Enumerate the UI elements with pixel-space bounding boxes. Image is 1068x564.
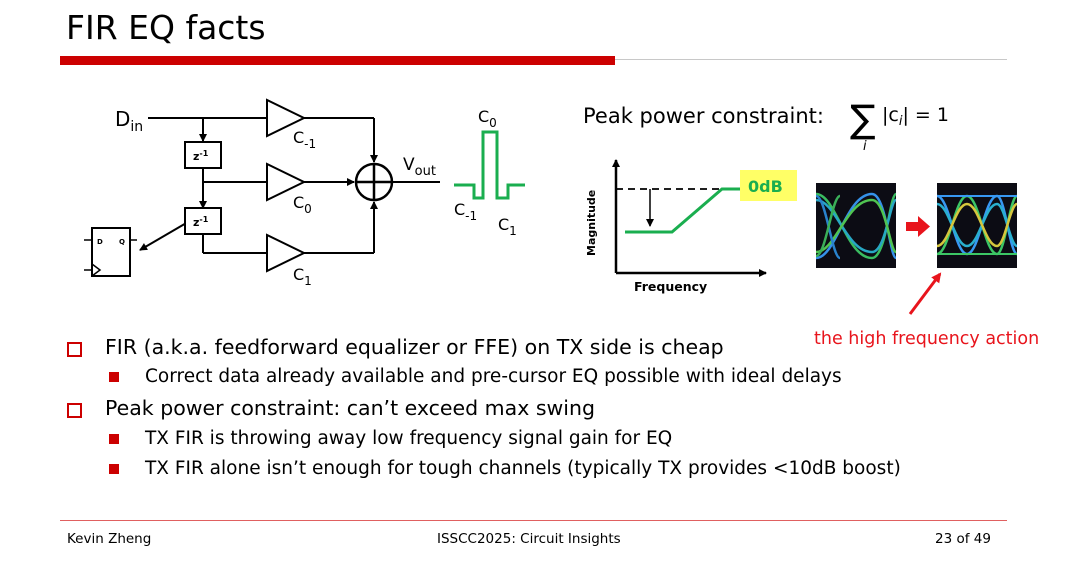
footer-rule — [60, 520, 1007, 521]
bullet-marker-2 — [109, 372, 119, 382]
bullet-2: Correct data already available and pre-c… — [145, 366, 842, 387]
eye-diagram-after — [936, 183, 1019, 268]
bullet-marker-1 — [67, 342, 82, 357]
footer-author: Kevin Zheng — [67, 531, 152, 547]
constraint-label: Peak power constraint: — [583, 104, 824, 128]
bullet-5: TX FIR alone isn’t enough for tough chan… — [145, 458, 901, 479]
delay-box-1 — [184, 141, 222, 169]
bullet-marker-4 — [109, 434, 119, 444]
tap-amplifier-main — [266, 162, 307, 202]
pulse-label-main: C0 — [478, 107, 497, 130]
svg-text:D: D — [97, 238, 103, 246]
din-label: Din — [115, 107, 143, 135]
tap-label-main: C0 — [293, 193, 312, 216]
tap-amplifier-post — [266, 233, 307, 273]
constraint-formula: |ci| = 1 — [882, 104, 949, 129]
bullet-4: TX FIR is throwing away low frequency si… — [145, 428, 673, 449]
tap-label-post: C1 — [293, 265, 312, 288]
bullet-1: FIR (a.k.a. feedforward equalizer or FFE… — [105, 335, 724, 359]
freq-response-plot: 0dB Magnitude Frequency — [585, 159, 797, 294]
tap-label-pre: C-1 — [293, 128, 316, 151]
svg-text:z-1: z-1 — [193, 149, 209, 163]
svg-text:Q: Q — [119, 238, 125, 246]
fir-diagram: Din z-1 z-1 C-1 C0 C1 Vout — [84, 97, 1019, 315]
eye-diagram-before — [815, 183, 898, 268]
sigma-icon: ∑ — [850, 97, 876, 141]
vout-label: Vout — [403, 155, 436, 179]
summer-icon — [354, 162, 394, 202]
footer-venue: ISSCC2025: Circuit Insights — [437, 531, 621, 547]
footer-page-number: 23 of 49 — [935, 531, 991, 547]
pulse-label-pre: C-1 — [454, 200, 477, 223]
odb-label: 0dB — [748, 177, 783, 196]
bullet-3: Peak power constraint: can’t exceed max … — [105, 396, 596, 420]
tap-amplifier-pre — [266, 98, 307, 138]
title-underline-rule — [615, 59, 1007, 60]
annotation-arrow — [908, 272, 942, 315]
bullet-marker-5 — [109, 464, 119, 474]
annotation-text: the high frequency action — [814, 329, 1040, 349]
title-underline-accent — [60, 56, 615, 65]
pulse-response-icon — [454, 130, 525, 200]
slide-title: FIR EQ facts — [66, 8, 266, 47]
bullet-marker-3 — [67, 403, 82, 418]
sigma-index: i — [863, 139, 867, 154]
frequency-axis-label: Frequency — [634, 279, 707, 294]
pulse-label-post: C1 — [498, 215, 517, 238]
magnitude-axis-label: Magnitude — [585, 190, 598, 256]
right-arrow-icon — [906, 216, 930, 237]
flip-flop-icon: D Q — [84, 227, 137, 277]
delay-box-2 — [184, 207, 222, 235]
svg-text:z-1: z-1 — [193, 215, 209, 229]
